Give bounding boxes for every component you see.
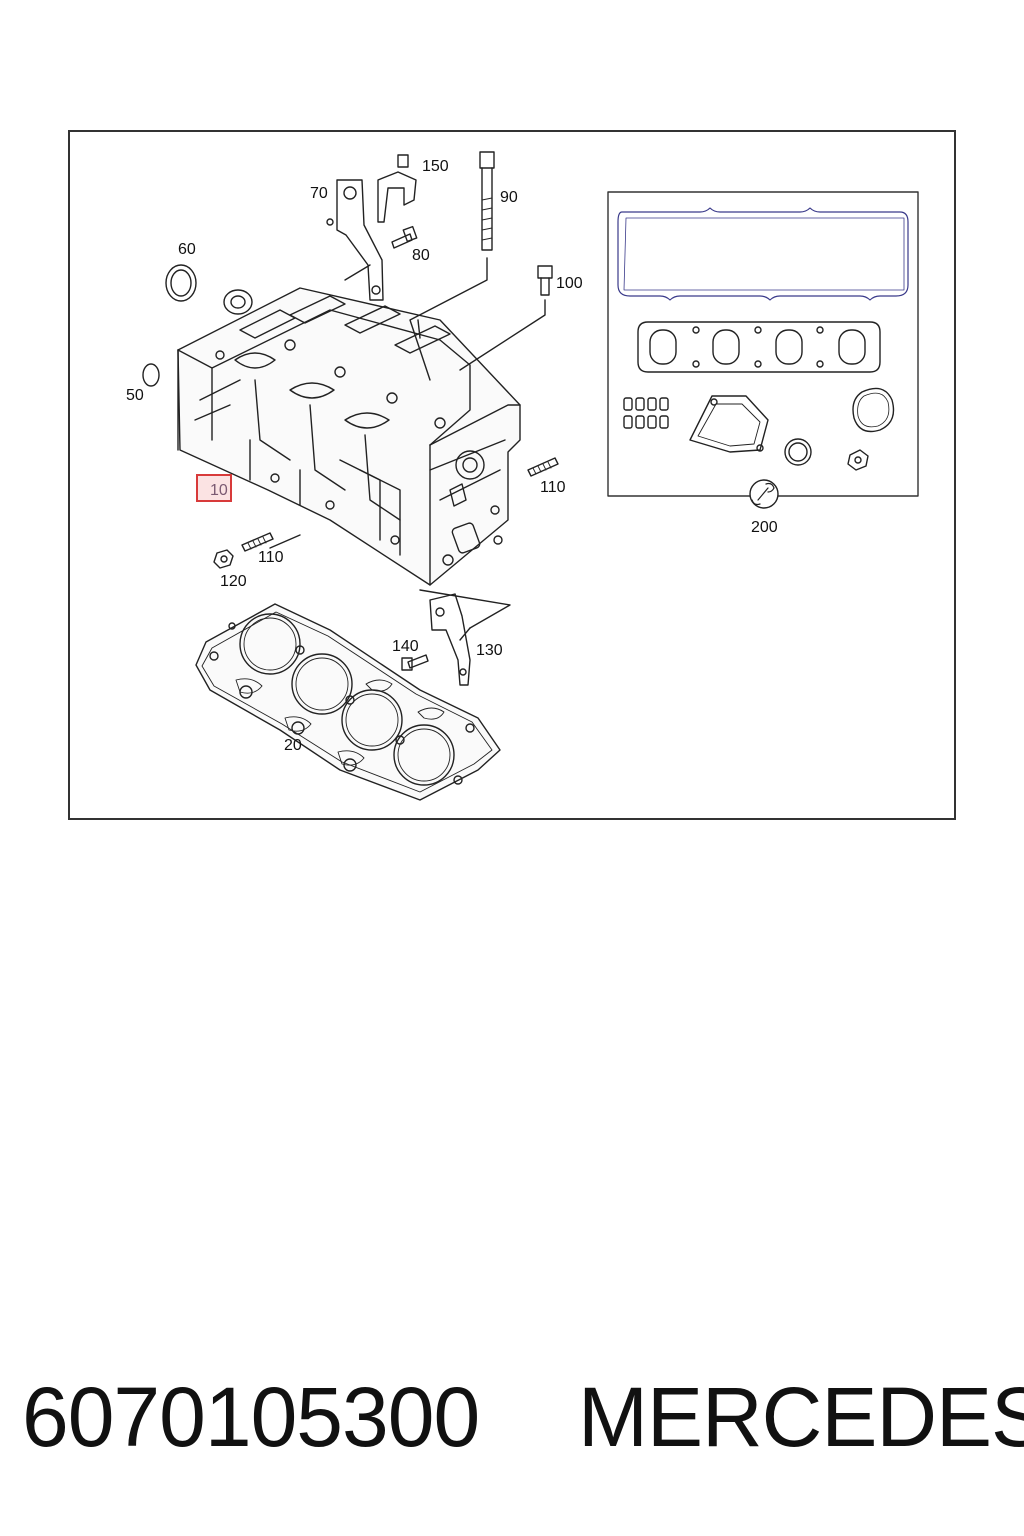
stud-110-right (527, 457, 559, 477)
callout-70: 70 (310, 185, 328, 202)
housing-gasket (689, 395, 769, 453)
callout-10[interactable]: 10 (210, 482, 228, 499)
callout-60: 60 (178, 241, 196, 258)
callout-110-right: 110 (540, 479, 566, 496)
cylinder-head (177, 287, 521, 586)
o-ring-50 (142, 363, 160, 387)
gasket-set-box (607, 191, 919, 497)
gasket-set-nut (847, 449, 869, 471)
large-o-ring (852, 387, 895, 433)
bracket-150 (377, 154, 417, 223)
bolt-100 (537, 265, 553, 296)
callout-90: 90 (500, 189, 518, 206)
callout-120: 120 (220, 573, 247, 590)
callout-110-left: 110 (258, 549, 284, 566)
valve-stem-seals (623, 397, 669, 429)
callout-50: 50 (126, 387, 144, 404)
nut-120 (213, 549, 234, 569)
callout-200: 200 (751, 519, 778, 536)
manifold-gasket (637, 321, 881, 373)
exploded-parts-diagram (142, 151, 919, 801)
callout-140: 140 (392, 638, 419, 655)
bracket-70 (326, 179, 384, 301)
seal-ring-60 (165, 264, 197, 302)
bolt-140 (401, 654, 429, 671)
bracket-130 (429, 593, 471, 686)
valve-cover-gasket (617, 207, 909, 301)
highlighted-part-box[interactable] (196, 474, 232, 502)
brand-name: MERCEDES (578, 1370, 1024, 1464)
callout-100: 100 (556, 275, 583, 292)
head-bolt-90 (479, 151, 495, 251)
bolt-80 (391, 225, 418, 249)
head-gasket-20 (195, 603, 501, 801)
callout-20: 20 (284, 737, 302, 754)
callout-80: 80 (412, 247, 430, 264)
callout-150: 150 (422, 158, 449, 175)
small-o-ring (784, 438, 812, 466)
stud-110-left (241, 532, 274, 552)
callout-130: 130 (476, 642, 503, 659)
part-number: 6070105300 (22, 1370, 480, 1464)
wrench-icon (749, 479, 779, 509)
